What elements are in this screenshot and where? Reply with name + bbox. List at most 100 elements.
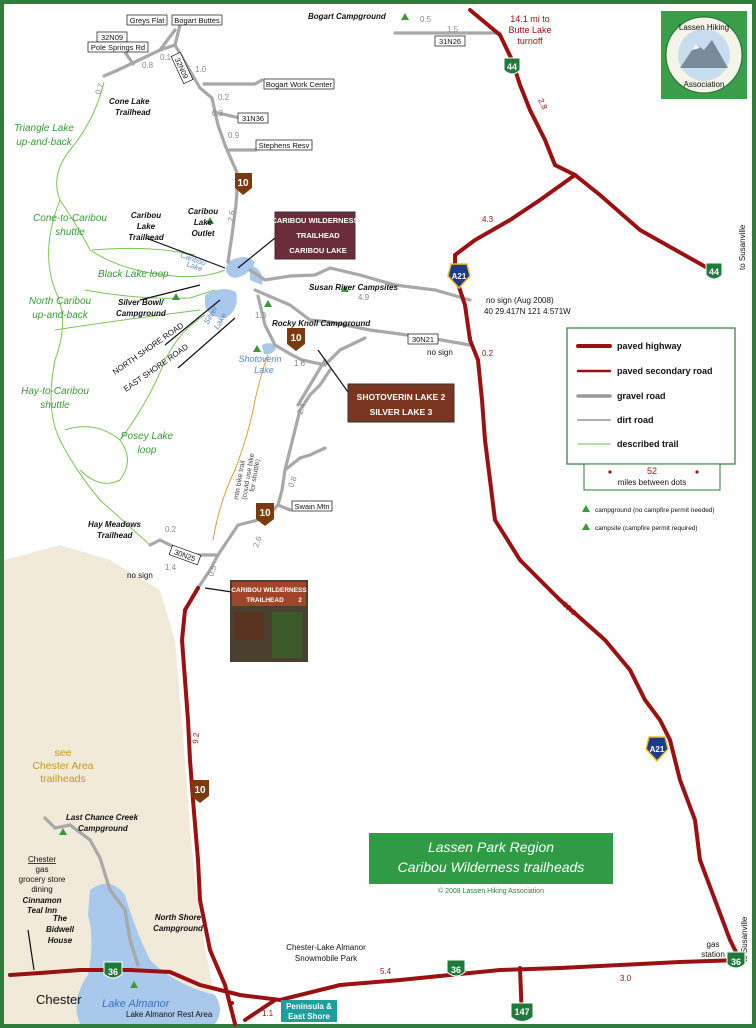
road-box-32n09-rotated: 32N09: [170, 51, 194, 85]
svg-text:Stephens Resv: Stephens Resv: [259, 141, 310, 150]
svg-text:turnoff: turnoff: [517, 36, 543, 46]
mile-label: 0.5: [420, 15, 432, 24]
legend-item: paved highway: [617, 341, 682, 351]
to-susanville-label-2: to Susanville: [740, 916, 749, 962]
caribou-lake-shape: [226, 257, 255, 278]
hwy-36-shield-mid: 36: [446, 959, 466, 977]
svg-text:Trailhead: Trailhead: [97, 531, 134, 540]
legend-item: described trail: [617, 439, 679, 449]
legend-box: paved highway paved secondary road grave…: [566, 327, 736, 465]
rest-area-label: Lake Almanor Rest Area: [126, 1010, 213, 1019]
campground-icon: [253, 345, 261, 352]
mtn-bike-trail: [212, 354, 269, 541]
forest-route-10-south: 10: [256, 503, 274, 526]
svg-text:Caribou: Caribou: [131, 211, 161, 220]
svg-text:A21: A21: [452, 272, 467, 281]
shotoverin-lake-shape: [262, 343, 276, 355]
svg-text:Bidwell: Bidwell: [46, 925, 75, 934]
svg-text:2.8: 2.8: [536, 97, 549, 111]
campsite-icon: [341, 285, 349, 292]
svg-text:Bogart Buttes: Bogart Buttes: [174, 16, 220, 25]
svg-text:2.4: 2.4: [295, 402, 307, 416]
road-box-31n26: 31N26: [434, 35, 466, 47]
to-susanville-label: to Susanville: [738, 224, 747, 270]
svg-text:CARIBOU LAKE: CARIBOU LAKE: [289, 246, 347, 255]
svg-text:shuttle: shuttle: [40, 400, 70, 411]
road-box-30n21: 30N21: [407, 333, 439, 345]
silver-lake-shape: [205, 289, 237, 318]
svg-text:miles between dots: miles between dots: [618, 478, 686, 487]
bidwell-house-label: The Bidwell House: [46, 914, 75, 945]
svg-text:0.8: 0.8: [142, 61, 154, 70]
svg-text:0.8: 0.8: [286, 475, 298, 489]
svg-text:SHOTOVERIN LAKE 2: SHOTOVERIN LAKE 2: [357, 392, 446, 402]
copyright: © 2008 Lassen Hiking Association: [438, 887, 544, 895]
hwy-36-shield-west: 36: [103, 961, 123, 979]
svg-text:Campground: Campground: [78, 824, 129, 833]
bogart-campground-label: Bogart Campground: [308, 12, 387, 21]
svg-text:House: House: [48, 936, 73, 945]
svg-text:Cone-to-Caribou: Cone-to-Caribou: [33, 213, 107, 224]
svg-text:North Caribou: North Caribou: [29, 296, 92, 307]
road-box-31n36: 31N36: [237, 112, 269, 124]
svg-text:Chester-Lake Almanor: Chester-Lake Almanor: [286, 943, 366, 952]
campground-markers: [59, 13, 409, 988]
lake-almanor-label: Lake Almanor: [102, 998, 171, 1010]
terrain-area: [4, 545, 215, 1024]
road-box-bogart-work: Bogart Work Center: [263, 78, 335, 90]
peninsula-sign: Peninsula & East Shore: [281, 1000, 337, 1022]
road-box-pole-springs: Pole Springs Rd: [87, 41, 149, 53]
caribou-wilderness-sign: CARIBOU WILDERNESS TRAILHEAD CARIBOU LAK…: [271, 211, 359, 260]
svg-text:Lake: Lake: [254, 365, 274, 375]
svg-text:14.1 mi to: 14.1 mi to: [510, 14, 550, 24]
campground-icon: [401, 13, 409, 20]
road-box-30n25: 30N25: [168, 544, 202, 566]
svg-text:up-and-back: up-and-back: [32, 310, 89, 321]
svg-text:CARIBOU WILDERNESS: CARIBOU WILDERNESS: [271, 216, 358, 225]
svg-text:2.6: 2.6: [251, 535, 263, 549]
svg-text:Lake: Lake: [137, 222, 156, 231]
svg-text:Trailhead: Trailhead: [128, 233, 165, 242]
svg-text:10: 10: [290, 333, 302, 344]
svg-text:147: 147: [514, 1007, 529, 1017]
forest-route-10-north: 10: [235, 173, 252, 195]
svg-text:1.3: 1.3: [255, 311, 267, 320]
svg-text:36: 36: [731, 957, 741, 967]
butte-lake-label: 14.1 mi to Butte Lake turnoff: [508, 14, 551, 46]
chester-info-label: Chester gas grocery store dining Cinnamo…: [19, 855, 66, 915]
svg-text:East Shore: East Shore: [288, 1012, 330, 1021]
trail-label-posey: Posey Lake loop: [121, 431, 174, 456]
hwy-44-shield-east: 44: [705, 262, 723, 280]
hwy-36-shield-east: 36: [726, 951, 746, 969]
campground-icon: [206, 217, 214, 224]
svg-text:3.0: 3.0: [620, 974, 632, 983]
forest-route-10-mid: 10: [287, 328, 305, 351]
legend-item: dirt road: [617, 415, 654, 425]
east-shore-road-label: EAST SHORE ROAD: [122, 342, 190, 394]
forest-route-10-lower: 10: [191, 780, 209, 803]
svg-text:52: 52: [647, 466, 657, 476]
svg-text:loop: loop: [138, 445, 157, 456]
road-box-bogart-buttes: Bogart Buttes: [171, 14, 223, 26]
map-subtitle: Caribou Wilderness trailheads: [398, 859, 585, 875]
svg-text:0.5: 0.5: [206, 564, 218, 578]
svg-text:9.2: 9.2: [191, 732, 201, 744]
caribou-lake-name-label: Caribou Lake: [179, 250, 208, 273]
mtn-bike-label: mtn bike trail (could use bike for shutt…: [233, 453, 262, 501]
lassen-hiking-logo: Lassen Hiking Association: [661, 11, 747, 99]
legend-item: paved secondary road: [617, 366, 713, 376]
rocky-knoll-label: Rocky Knoll Campground: [272, 319, 371, 328]
legend-item: gravel road: [617, 391, 666, 401]
svg-text:Butte Lake: Butte Lake: [508, 25, 551, 35]
last-chance-label: Last Chance Creek Campground: [66, 813, 139, 833]
lake-almanor: [76, 883, 220, 1024]
svg-text:The: The: [53, 914, 68, 923]
svg-text:0.2: 0.2: [218, 93, 230, 102]
shotoverin-sign: SHOTOVERIN LAKE 2 SILVER LAKE 3: [347, 383, 455, 423]
svg-text:Chester: Chester: [28, 855, 56, 864]
svg-text:0.1: 0.1: [160, 53, 172, 62]
svg-text:A21: A21: [650, 745, 665, 754]
svg-text:0.9: 0.9: [228, 131, 240, 140]
hay-meadows-label: Hay Meadows Trailhead: [88, 520, 141, 540]
